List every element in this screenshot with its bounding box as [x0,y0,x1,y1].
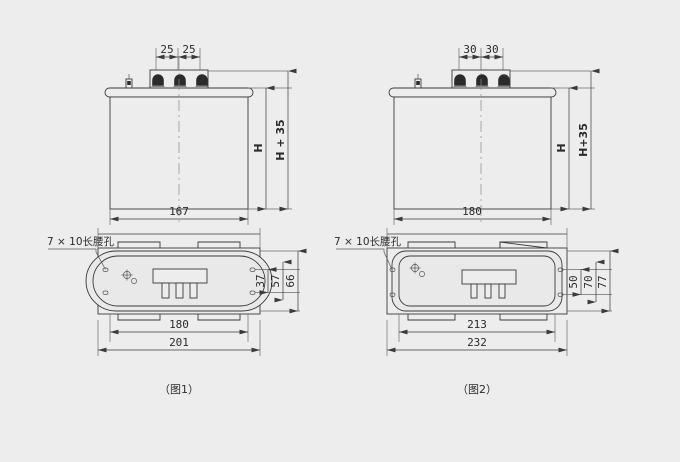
figure1-dim-terminal-left: 25 [160,43,173,56]
figure1-terminal-spacing-dims: 25 25 [155,43,201,78]
figure1-slot-note: 7 × 10长腰孔 [47,235,115,248]
figure2-dim-H: H [555,85,578,212]
figure1-label-H: H [252,143,265,152]
figure2-bottom-view: 7 × 10长腰孔 50 70 77 213 232 [334,228,619,356]
figure1-dim-H-plus-35: H + 35 [274,68,297,212]
figure2-dim-50: 50 [567,275,580,288]
figure1-dim-66: 66 [284,274,297,287]
figure2-caption: （图2） [457,383,497,396]
figure1-terminal-footprint [152,268,208,299]
figure1-dim-37: 37 [254,274,267,287]
figure1-vertical-dims: 37 57 66 [254,248,307,314]
figure1-dim-57: 57 [269,274,282,287]
figure1-caption: （图1） [159,383,199,396]
figure2-dim-width: 180 [393,205,552,225]
figure1-dim-width: 167 [109,205,249,225]
figure2-dim-232: 232 [467,336,487,349]
figure1-ground-symbol [121,269,137,284]
figure2-case-body [393,96,552,210]
figure2-ground-symbol [409,262,425,277]
figure1-horizontal-dims: 180 201 [97,314,261,356]
figure2-case-lid [388,87,557,98]
figure2-case-outline-inner [398,255,556,307]
figure2-dim-H-plus-35: H+35 [577,68,600,212]
figure2-label-H: H [555,143,568,152]
figure2-label-H-plus-35: H+35 [577,123,590,157]
figure2-slot-note: 7 × 10长腰孔 [334,235,402,248]
figure1-lid-lug [125,74,133,89]
figure1-dim-width-value: 167 [169,205,189,218]
figure2-dim-70: 70 [582,275,595,288]
figure2-vertical-dims: 50 70 77 [563,248,619,314]
figure2-dim-terminal-right: 30 [485,43,498,56]
figure2-terminal-footprint [461,269,517,299]
figure2-dim-width-value: 180 [462,205,482,218]
figure2-horizontal-dims: 213 232 [386,314,568,356]
figure1-label-H-plus-35: H + 35 [274,119,287,160]
figure1-dim-H: H [252,85,275,212]
figure1-dim-terminal-right: 25 [182,43,195,56]
figure1-dim-201: 201 [169,336,189,349]
figure1-front-view: 25 25 [104,43,297,225]
figure1-bottom-view: 7 × 10长腰孔 37 57 66 180 201 [47,228,307,356]
figure1-dim-180: 180 [169,318,189,331]
figure2-lid-lug [414,74,422,89]
figure2-dim-213: 213 [467,318,487,331]
figure2-dim-terminal-left: 30 [463,43,476,56]
figure2-slot-note-leader [336,248,393,270]
figure2-dim-77: 77 [596,275,609,288]
figure1-slot-note-leader [48,248,106,270]
figure2-front-view: 30 30 [388,43,600,225]
figure2-terminal-spacing-dims: 30 30 [458,43,504,78]
